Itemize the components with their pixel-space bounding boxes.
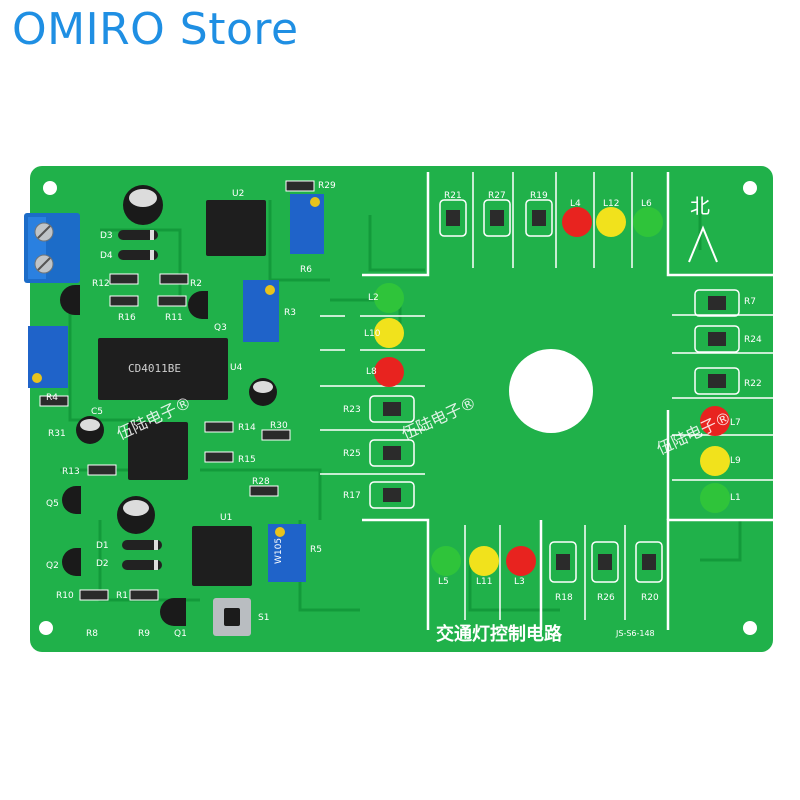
traffic-leds bbox=[374, 207, 730, 576]
mount-hole bbox=[43, 181, 57, 195]
led-l4-red bbox=[562, 207, 592, 237]
label-r3: R3 bbox=[284, 308, 296, 318]
label-l2: L2 bbox=[368, 293, 379, 303]
led-l9-yellow bbox=[700, 446, 730, 476]
label-l3: L3 bbox=[514, 577, 525, 587]
road-outline bbox=[362, 172, 773, 630]
store-title: OMIRO Store bbox=[12, 4, 299, 55]
label-u1: U1 bbox=[220, 513, 232, 523]
center-hole bbox=[509, 349, 593, 433]
label-r23: R23 bbox=[343, 405, 361, 415]
component-labels: R21 R27 R19 L4 L12 L6 R29 U2 R6 D3 D4 R1… bbox=[46, 181, 762, 639]
chip-u4 bbox=[128, 422, 188, 480]
board-code: JS-S6-148 bbox=[615, 629, 655, 638]
label-r25: R25 bbox=[343, 449, 361, 459]
label-l7: L7 bbox=[730, 418, 741, 428]
label-r7: R7 bbox=[744, 297, 756, 307]
label-u2: U2 bbox=[232, 189, 244, 199]
label-l6: L6 bbox=[641, 199, 652, 209]
north-arrow-icon bbox=[688, 225, 718, 263]
label-r26: R26 bbox=[597, 593, 615, 603]
label-r4: R4 bbox=[46, 393, 58, 403]
label-r12: R12 bbox=[92, 279, 110, 289]
label-r22: R22 bbox=[744, 379, 762, 389]
chip-u1 bbox=[192, 526, 252, 586]
label-r8: R8 bbox=[86, 629, 98, 639]
label-r21: R21 bbox=[444, 191, 462, 201]
label-r15: R15 bbox=[238, 455, 256, 465]
led-l8-red bbox=[374, 357, 404, 387]
label-r24: R24 bbox=[744, 335, 762, 345]
label-r1: R1 bbox=[116, 591, 128, 601]
label-r30: R30 bbox=[270, 421, 288, 431]
label-r18: R18 bbox=[555, 593, 573, 603]
board-title: 交通灯控制电路 bbox=[436, 623, 563, 645]
label-l9: L9 bbox=[730, 456, 741, 466]
led-l7-red bbox=[700, 406, 730, 436]
label-r2: R2 bbox=[190, 279, 202, 289]
led-l5-green bbox=[431, 546, 461, 576]
north-label: 北 bbox=[690, 194, 710, 218]
dip-chips: CD4011BE bbox=[98, 200, 266, 586]
led-l11-yellow bbox=[469, 546, 499, 576]
terminal-block bbox=[24, 213, 80, 283]
chip-u3 bbox=[98, 338, 228, 400]
label-d4: D4 bbox=[100, 251, 113, 261]
led-l3-red bbox=[506, 546, 536, 576]
led-l6-green bbox=[633, 207, 663, 237]
label-r28: R28 bbox=[252, 477, 270, 487]
label-s1: S1 bbox=[258, 613, 269, 623]
led-l2-green bbox=[374, 283, 404, 313]
label-r14: R14 bbox=[238, 423, 256, 433]
label-d1: D1 bbox=[96, 541, 109, 551]
label-r13: R13 bbox=[62, 467, 80, 477]
svg-text:CD4011BE: CD4011BE bbox=[128, 362, 181, 375]
label-l4: L4 bbox=[570, 199, 581, 209]
label-r11: R11 bbox=[165, 313, 183, 323]
label-r9: R9 bbox=[138, 629, 150, 639]
label-q5: Q5 bbox=[46, 499, 59, 509]
label-l1: L1 bbox=[730, 493, 741, 503]
label-r17: R17 bbox=[343, 491, 361, 501]
led-l10-yellow bbox=[374, 318, 404, 348]
label-r5: R5 bbox=[310, 545, 322, 555]
label-l10: L10 bbox=[364, 329, 381, 339]
lane-markings bbox=[320, 172, 773, 620]
label-l12: L12 bbox=[603, 199, 619, 209]
label-r19: R19 bbox=[530, 191, 548, 201]
label-l8: L8 bbox=[366, 367, 377, 377]
mount-hole bbox=[39, 621, 53, 635]
mount-hole bbox=[743, 181, 757, 195]
label-d2: D2 bbox=[96, 559, 109, 569]
label-r6: R6 bbox=[300, 265, 312, 275]
label-r10: R10 bbox=[56, 591, 74, 601]
smd-resistors bbox=[39, 180, 315, 601]
label-c5: C5 bbox=[91, 407, 103, 417]
label-l5: L5 bbox=[438, 577, 449, 587]
chip-u2 bbox=[206, 200, 266, 256]
transistors bbox=[60, 285, 208, 626]
label-r20: R20 bbox=[641, 593, 659, 603]
label-l11: L11 bbox=[476, 577, 492, 587]
label-r31: R31 bbox=[48, 429, 66, 439]
label-r29: R29 bbox=[318, 181, 336, 191]
mount-hole bbox=[743, 621, 757, 635]
north-indicator: 北 bbox=[688, 194, 718, 263]
label-d3: D3 bbox=[100, 231, 113, 241]
label-q1: Q1 bbox=[174, 629, 187, 639]
trimmer-potentiometers: W105 bbox=[28, 194, 324, 582]
diodes bbox=[118, 230, 162, 570]
label-u4: U4 bbox=[230, 363, 243, 373]
push-button-s1 bbox=[213, 598, 251, 636]
led-l1-green bbox=[700, 483, 730, 513]
label-q3: Q3 bbox=[214, 323, 227, 333]
road-resistors bbox=[369, 199, 740, 583]
label-r27: R27 bbox=[488, 191, 506, 201]
label-r16: R16 bbox=[118, 313, 136, 323]
svg-text:W105: W105 bbox=[274, 538, 284, 564]
label-q2: Q2 bbox=[46, 561, 59, 571]
led-l12-yellow bbox=[596, 207, 626, 237]
electrolytic-capacitors bbox=[76, 185, 277, 534]
